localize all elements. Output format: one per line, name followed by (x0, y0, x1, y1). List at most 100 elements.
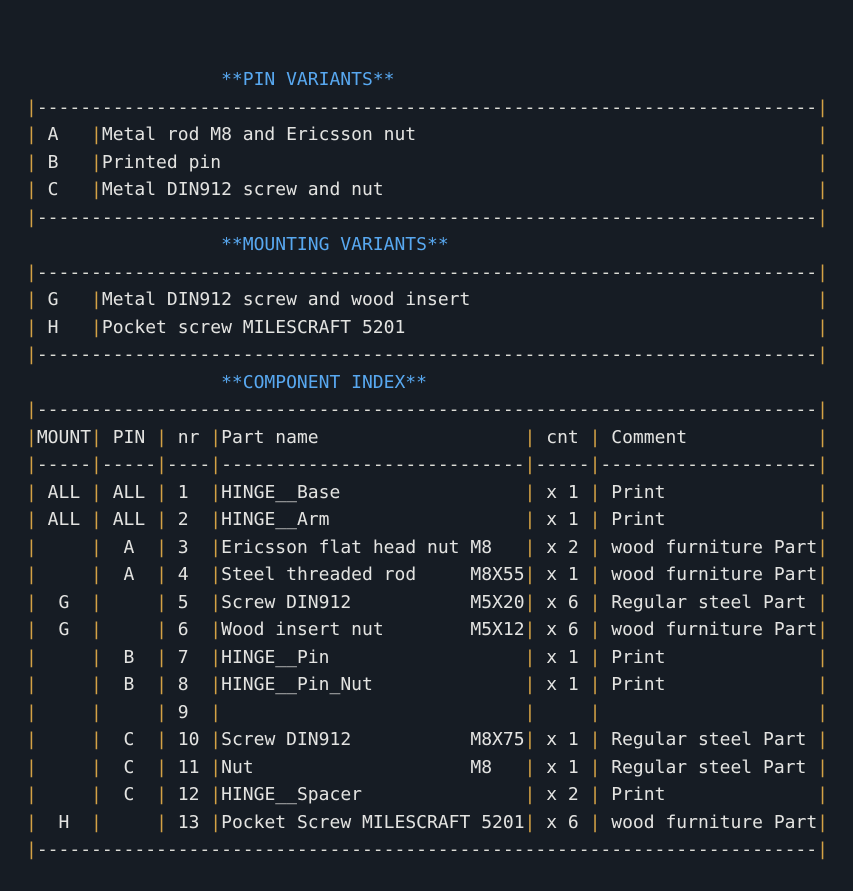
pipe-divider: | (91, 784, 102, 805)
title-indent (26, 372, 221, 393)
pin-cell: C (101, 756, 157, 778)
pipe-divider: | (26, 591, 37, 613)
pipe-divider: | (156, 564, 167, 585)
comment-cell: Print (600, 674, 818, 695)
pipe-divider: | (156, 454, 167, 475)
comment-cell: wood furniture Part (600, 536, 818, 558)
pipe-divider: | (817, 151, 828, 173)
pipe-divider: | (156, 509, 167, 530)
dashed-rule: ---- (166, 454, 211, 475)
pin-variants-title: **PIN VARIANTS** (221, 69, 395, 90)
pipe-divider: | (817, 426, 829, 448)
mounting-variants-title: **MOUNTING VARIANTS** (221, 234, 449, 255)
component-row: | G | | 5 |Screw DIN912 M5X20| x 6 | Reg… (26, 589, 853, 617)
dashed-rule: -------------------- (600, 454, 818, 475)
dashed-rule: ----- (36, 454, 92, 475)
pipe-divider: | (524, 619, 536, 640)
pipe-divider: | (26, 701, 37, 723)
pin-cell: PIN (101, 426, 157, 448)
part-name-cell: Ericsson flat head nut M8 (221, 536, 525, 558)
pipe-divider: | (26, 426, 37, 448)
pipe-divider: | (210, 646, 222, 668)
pipe-divider: | (91, 756, 102, 778)
component-row: | ALL | ALL | 2 |HINGE__Arm | x 1 | Prin… (26, 506, 853, 534)
variant-code-cell: G (36, 289, 92, 310)
component-header-row: |MOUNT| PIN | nr |Part name | cnt | Comm… (26, 424, 853, 452)
table-border: |---------------------------------------… (26, 396, 853, 424)
nr-cell: 6 (166, 619, 211, 640)
pipe-divider: | (817, 124, 828, 145)
pipe-divider: | (589, 481, 601, 503)
pipe-divider: | (91, 426, 102, 448)
pipe-divider: | (210, 454, 222, 475)
nr-cell: 10 (166, 729, 211, 750)
pipe-divider: | (524, 646, 536, 668)
pipe-divider: | (91, 151, 102, 173)
pipe-divider: | (26, 784, 37, 805)
pipe-divider: | (26, 316, 37, 338)
pipe-divider: | (817, 729, 829, 750)
pipe-divider: | (210, 536, 222, 558)
pipe-divider: | (524, 811, 536, 833)
table-border: |---------------------------------------… (26, 259, 853, 287)
pipe-divider: | (589, 784, 601, 805)
pipe-divider: | (524, 454, 536, 475)
pipe-divider: | (91, 316, 102, 338)
nr-cell: 13 (166, 811, 211, 833)
pin-cell: C (101, 784, 157, 805)
pin-cell: A (101, 564, 157, 585)
pipe-divider: | (817, 509, 829, 530)
pipe-divider: | (156, 674, 167, 695)
nr-cell: 9 (166, 701, 211, 723)
variant-code-cell: B (36, 151, 92, 173)
comment-cell: Print (600, 509, 818, 530)
pipe-divider: | (210, 481, 222, 503)
pin-cell: B (101, 646, 157, 668)
component-row: | | B | 8 |HINGE__Pin_Nut | x 1 | Print … (26, 671, 853, 699)
variant-row: | G |Metal DIN912 screw and wood insert … (26, 286, 853, 314)
pipe-divider: | (156, 591, 167, 613)
cnt-cell: x 2 (535, 536, 590, 558)
pipe-divider: | (817, 454, 829, 475)
mount-cell (37, 702, 91, 723)
pipe-divider: | (210, 784, 222, 805)
component-row: | | | 9 | | | | (26, 699, 853, 727)
cnt-cell: x 6 (535, 811, 590, 833)
pipe-divider: | (26, 729, 37, 750)
pipe-divider: | (26, 536, 37, 558)
pipe-divider: | (91, 536, 102, 558)
mount-cell (37, 784, 91, 805)
pipe-divider: | (156, 811, 167, 833)
pipe-divider: | (817, 564, 829, 585)
cnt-cell: x 1 (535, 756, 590, 778)
pipe-divider: | (26, 811, 37, 833)
comment-cell: Regular steel Part (600, 729, 818, 750)
component-row: | | C | 12 |HINGE__Spacer | x 2 | Print … (26, 781, 853, 809)
pipe-divider: | (817, 839, 828, 860)
mount-cell: G (36, 591, 92, 613)
pipe-divider: | (817, 481, 829, 503)
pipe-divider: | (589, 811, 601, 833)
pipe-divider: | (26, 206, 37, 228)
dashed-rule: ----------------------------------------… (36, 96, 818, 118)
pipe-divider: | (210, 674, 222, 695)
pipe-divider: | (26, 619, 37, 640)
variant-description-cell: Metal DIN912 screw and wood insert (101, 289, 818, 310)
pipe-divider: | (91, 564, 102, 585)
part-name-cell: HINGE__Arm (221, 509, 525, 530)
dashed-rule: ----------------------------------------… (36, 261, 818, 283)
pin-cell: ALL (101, 509, 157, 530)
title-indent (26, 69, 221, 90)
part-name-cell: Screw DIN912 M8X75 (221, 729, 525, 750)
dashed-rule: ----------------------------------------… (36, 344, 818, 365)
pipe-divider: | (26, 399, 37, 420)
part-name-cell: Steel threaded rod M8X55 (221, 564, 525, 585)
variant-row: | C |Metal DIN912 screw and nut | (26, 176, 853, 204)
mounting-variants-section: **MOUNTING VARIANTS**|------------------… (26, 231, 853, 369)
dashed-rule: ----------------------------------------… (36, 839, 818, 860)
nr-cell: 12 (166, 784, 211, 805)
cnt-cell (535, 702, 589, 723)
pipe-divider: | (156, 701, 167, 723)
table-border: |---------------------------------------… (26, 204, 853, 232)
cnt-cell: x 6 (535, 619, 590, 640)
